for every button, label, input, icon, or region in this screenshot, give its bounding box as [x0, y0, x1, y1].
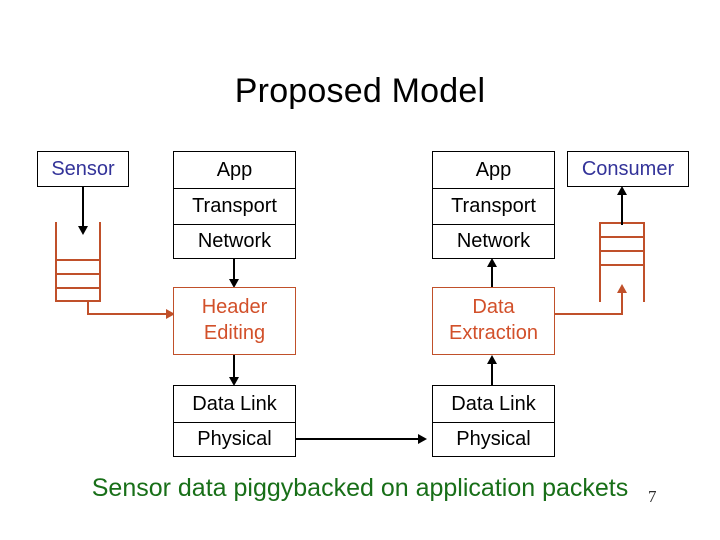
sensor-to-queue-arrowhead	[78, 226, 88, 235]
consumer-label: Consumer	[581, 157, 675, 180]
header-editing-box[interactable]: Header Editing	[173, 287, 296, 355]
receiver-upper-layers: App Transport Network	[432, 151, 555, 259]
data-extraction-outlet-line	[555, 313, 623, 315]
receiver-lower-layers: Data Link Physical	[432, 385, 555, 457]
layer-network[interactable]: Network	[433, 224, 554, 258]
layer-label: Transport	[451, 195, 536, 217]
layer-label: Transport	[192, 195, 277, 217]
layer-app[interactable]: App	[174, 152, 295, 188]
layer-network[interactable]: Network	[174, 224, 295, 258]
layer-label: App	[216, 158, 253, 181]
header-editing-line2: Editing	[203, 322, 266, 344]
layer-data-link[interactable]: Data Link	[433, 386, 554, 422]
physical-to-data-extraction-arrowhead	[487, 355, 497, 364]
sender-lower-layers: Data Link Physical	[173, 385, 296, 457]
sender-upper-layers: App Transport Network	[173, 151, 296, 259]
sensor-box[interactable]: Sensor	[37, 151, 129, 187]
data-extraction-box[interactable]: Data Extraction	[432, 287, 555, 355]
layer-physical[interactable]: Physical	[174, 422, 295, 456]
slide-caption: Sensor data piggybacked on application p…	[91, 474, 629, 502]
consumer-data-queue	[599, 222, 645, 302]
data-extraction-to-network-line	[491, 264, 493, 287]
network-to-header-editing-line	[233, 259, 235, 283]
queue-segment-line	[55, 259, 101, 261]
layer-transport[interactable]: Transport	[433, 188, 554, 224]
data-extraction-to-network-arrowhead	[487, 258, 497, 267]
network-to-header-editing-arrowhead	[229, 279, 239, 288]
queue-outlet-drop	[87, 300, 89, 315]
physical-to-physical-line	[296, 438, 422, 440]
layer-label: Physical	[197, 428, 272, 450]
layer-label: App	[475, 158, 512, 181]
data-extraction-to-queue-riser	[621, 291, 623, 315]
data-extraction-line1: Data	[472, 296, 515, 319]
page-number: 7	[648, 487, 657, 506]
queue-right-edge	[643, 222, 645, 302]
queue-segment-line	[599, 236, 645, 238]
physical-to-physical-arrowhead	[418, 434, 427, 444]
layer-label: Data Link	[451, 392, 536, 415]
queue-segment-line	[55, 287, 101, 289]
header-editing-line1: Header	[201, 296, 268, 319]
queue-left-edge	[55, 222, 57, 302]
layer-label: Network	[456, 230, 531, 252]
queue-to-header-editing-line	[87, 313, 170, 315]
header-editing-to-datalink-arrowhead	[229, 377, 239, 386]
sensor-data-queue	[55, 222, 101, 302]
queue-segment-line	[55, 300, 101, 302]
layer-label: Network	[197, 230, 272, 252]
layer-app[interactable]: App	[433, 152, 554, 188]
queue-segment-line	[599, 264, 645, 266]
queue-segment-line	[55, 273, 101, 275]
data-extraction-to-queue-arrowhead	[617, 284, 627, 293]
header-editing-to-datalink-line	[233, 355, 235, 381]
layer-label: Data Link	[192, 392, 277, 415]
data-extraction-line2: Extraction	[449, 322, 538, 344]
layer-transport[interactable]: Transport	[174, 188, 295, 224]
queue-right-edge	[99, 222, 101, 302]
layer-label: Physical	[456, 428, 531, 450]
queue-left-edge	[599, 222, 601, 302]
physical-to-data-extraction-line	[491, 360, 493, 385]
queue-to-consumer-arrowhead	[617, 186, 627, 195]
page-title: Proposed Model	[234, 72, 486, 110]
layer-physical[interactable]: Physical	[433, 422, 554, 456]
layer-data-link[interactable]: Data Link	[174, 386, 295, 422]
queue-to-consumer-line	[621, 192, 623, 225]
queue-to-header-editing-arrowhead	[166, 309, 175, 319]
sensor-to-queue-line	[82, 187, 84, 227]
consumer-box[interactable]: Consumer	[567, 151, 689, 187]
sensor-label: Sensor	[51, 157, 115, 180]
queue-segment-line	[599, 250, 645, 252]
